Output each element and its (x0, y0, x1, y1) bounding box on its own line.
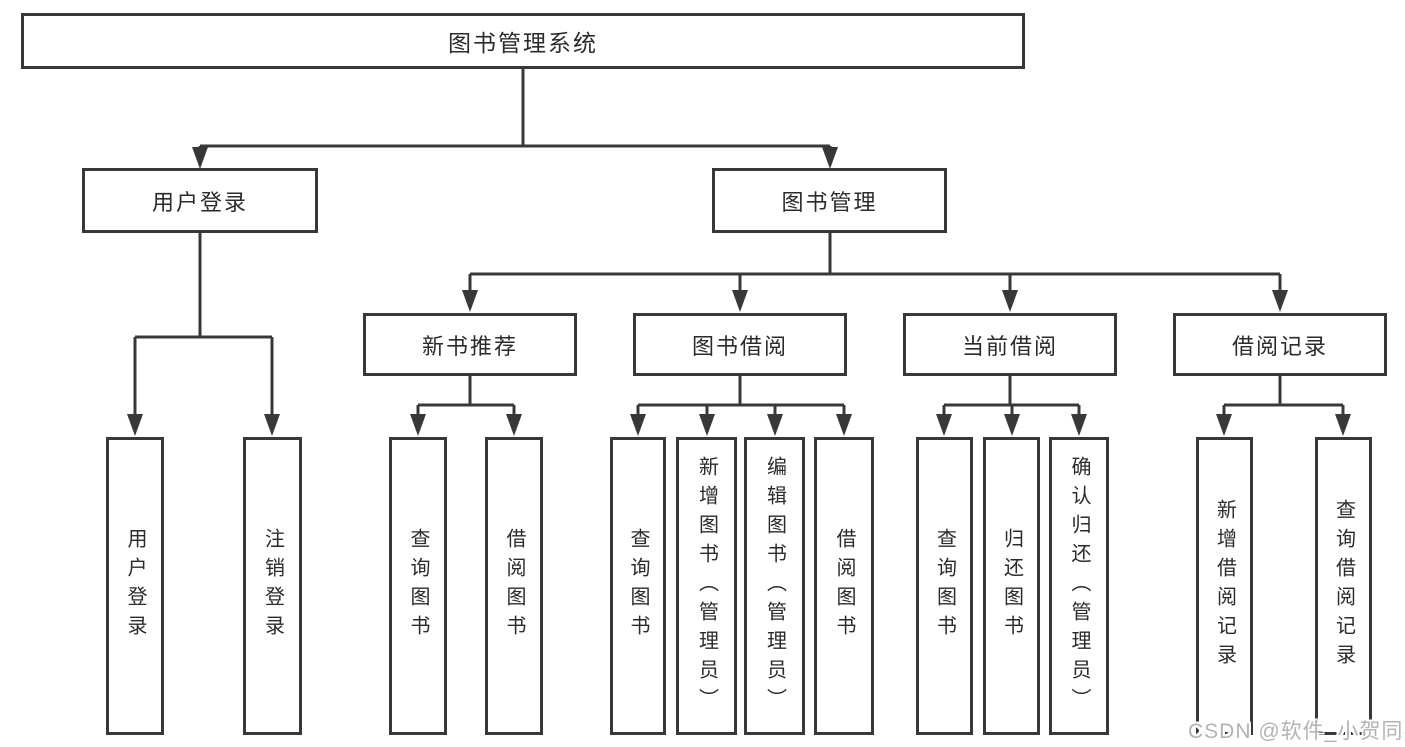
node-label: 查询图书 (627, 528, 649, 644)
node-label: 图书管理 (781, 189, 878, 215)
node-label: 注销登录 (261, 528, 284, 644)
node-label: 新增图书（管理员） (695, 455, 718, 717)
leaf-query-books: 查询图书 (610, 437, 666, 735)
csdn-watermark: CSDN @软件_小贺同学 (1188, 720, 1405, 743)
node-label: 用户登录 (124, 528, 146, 644)
leaf-query-books: 查询图书 (916, 437, 973, 735)
leaf-borrow-books: 借阅图书 (485, 437, 543, 735)
node-label: 图书管理系统 (448, 30, 598, 56)
leaf-query-books: 查询图书 (389, 437, 447, 735)
node-label: 确认归还（管理员） (1068, 455, 1090, 717)
leaf-add-books-admin: 新增图书（管理员） (676, 437, 737, 735)
node-label: 当前借阅 (961, 333, 1058, 359)
node-library-management-system: 图书管理系统 (21, 13, 1025, 69)
node-label: 查询图书 (933, 528, 956, 644)
node-label: 借阅图书 (833, 528, 855, 644)
leaf-return-books: 归还图书 (983, 437, 1040, 735)
leaf-edit-books-admin: 编辑图书（管理员） (744, 437, 805, 735)
node-book-management: 图书管理 (712, 168, 947, 233)
node-label: 新增借阅记录 (1213, 499, 1236, 673)
node-label: 查询图书 (407, 528, 429, 644)
node-current-borrowing: 当前借阅 (903, 313, 1117, 376)
leaf-logout: 注销登录 (243, 437, 302, 735)
node-new-book-recommend: 新书推荐 (363, 313, 577, 376)
leaf-query-borrow-record: 查询借阅记录 (1315, 437, 1372, 735)
arrowheads (127, 147, 1351, 436)
node-label: 查询借阅记录 (1332, 499, 1355, 673)
node-label: 用户登录 (151, 189, 248, 215)
node-label: 借阅图书 (503, 528, 525, 644)
leaf-confirm-return-admin: 确认归还（管理员） (1049, 437, 1109, 735)
node-user-login: 用户登录 (82, 168, 318, 233)
node-label: 图书借阅 (691, 333, 788, 359)
node-label: 新书推荐 (421, 333, 518, 359)
node-book-borrowing: 图书借阅 (633, 313, 847, 376)
leaf-borrow-books: 借阅图书 (814, 437, 874, 735)
leaf-add-borrow-record: 新增借阅记录 (1196, 437, 1253, 735)
leaf-user-login: 用户登录 (106, 437, 164, 735)
node-label: 借阅记录 (1231, 333, 1328, 359)
node-borrowing-records: 借阅记录 (1173, 313, 1387, 376)
node-label: 归还图书 (1000, 528, 1023, 644)
node-label: 编辑图书（管理员） (763, 455, 786, 717)
